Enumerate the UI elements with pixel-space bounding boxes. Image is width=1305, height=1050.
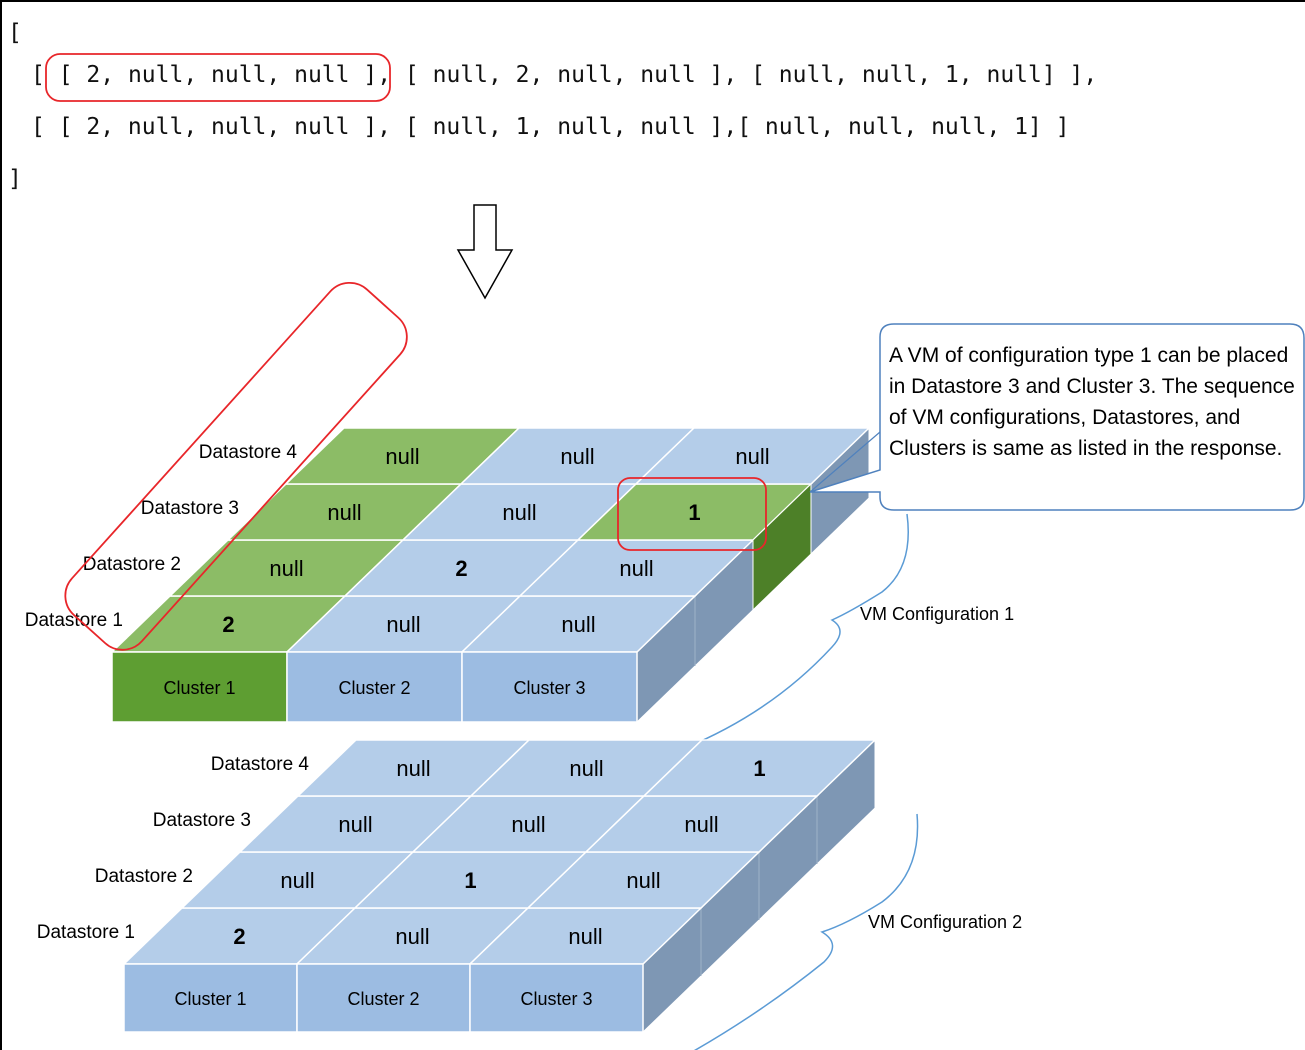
cell-value: 1 [688,500,700,525]
callout-bubble [809,323,1305,511]
cell-value: null [269,556,303,581]
cluster-label: Cluster 1 [174,989,246,1009]
datastore-label: Datastore 3 [153,810,251,831]
configuration-label: VM Configuration 1 [860,604,1014,624]
cell-value: null [569,756,603,781]
cell-value: null [511,812,545,837]
cell-value: null [396,756,430,781]
code-line-1: [ [ 2, null, null, null ], [ null, 2, nu… [31,62,1097,88]
cluster-front-face [123,963,298,1033]
datastore-label: Datastore 1 [37,922,135,943]
cluster-label: Cluster 2 [347,989,419,1009]
cell-value: 2 [222,612,234,637]
highlight-cell-side [752,482,812,612]
cluster-front-face [296,963,471,1033]
cell-value: 2 [455,556,467,581]
cell-value: null [280,868,314,893]
highlight-cell-outline [617,477,767,551]
cell-value: null [568,924,602,949]
cluster-label: Cluster 3 [513,678,585,698]
cluster-front-face [469,963,644,1033]
cell-value: null [327,500,361,525]
code-line-1-rest: , [ null, 2, null, null ], [ null, null,… [377,62,1098,88]
code-highlight-outline [45,53,391,102]
datastore-label: Datastore 1 [25,610,123,631]
cell-value: null [735,444,769,469]
down-arrow-icon [456,204,514,300]
cell-value: null [626,868,660,893]
cell-value: null [395,924,429,949]
datastore-label: Datastore 3 [141,498,239,519]
cell-value: null [386,612,420,637]
code-highlighted-group: [ 2, null, null, null ] [58,62,378,88]
cell-value: 1 [753,756,765,781]
cluster-front-face [461,651,638,723]
cell-value: null [684,812,718,837]
highlight-column-outline [64,281,408,651]
configuration-label: VM Configuration 2 [868,912,1022,932]
datastore-label: Datastore 2 [95,866,193,887]
cluster-label: Cluster 2 [338,678,410,698]
cluster-front-face [111,651,288,723]
cluster-label: Cluster 1 [163,678,235,698]
callout-pointer [809,431,881,493]
cell-value: 1 [464,868,476,893]
cluster-label: Cluster 3 [520,989,592,1009]
code-open-bracket: [ [8,20,22,46]
cell-value: null [561,612,595,637]
cell-value: null [619,556,653,581]
callout-text: A VM of configuration type 1 can be plac… [889,344,1295,460]
grid-cell-top [634,427,871,485]
code-line-2: [ [ 2, null, null, null ], [ null, 1, nu… [31,114,1070,140]
datastore-label: Datastore 2 [83,554,181,575]
vm-configuration-1-grid: Cluster 1 Cluster 2 Cluster 3 2 null null null… [25,426,1014,749]
cell-value: 2 [233,924,245,949]
cell-value: null [560,444,594,469]
cluster-front-face [286,651,463,723]
grid-cell-top [642,739,877,797]
configuration-bracket [693,813,919,1050]
configuration-bracket [684,513,909,749]
code-close-bracket: ] [8,166,22,192]
cell-value: null [502,500,536,525]
code-line-1-prefix: [ [31,62,59,88]
datastore-label: Datastore 4 [211,754,310,775]
vm-configuration-2-grid: Cluster 1 Cluster 2 Cluster 3 2 null null null… [37,738,1022,1050]
datastore-label: Datastore 4 [199,442,298,463]
cell-value: null [338,812,372,837]
cell-value: null [385,444,419,469]
